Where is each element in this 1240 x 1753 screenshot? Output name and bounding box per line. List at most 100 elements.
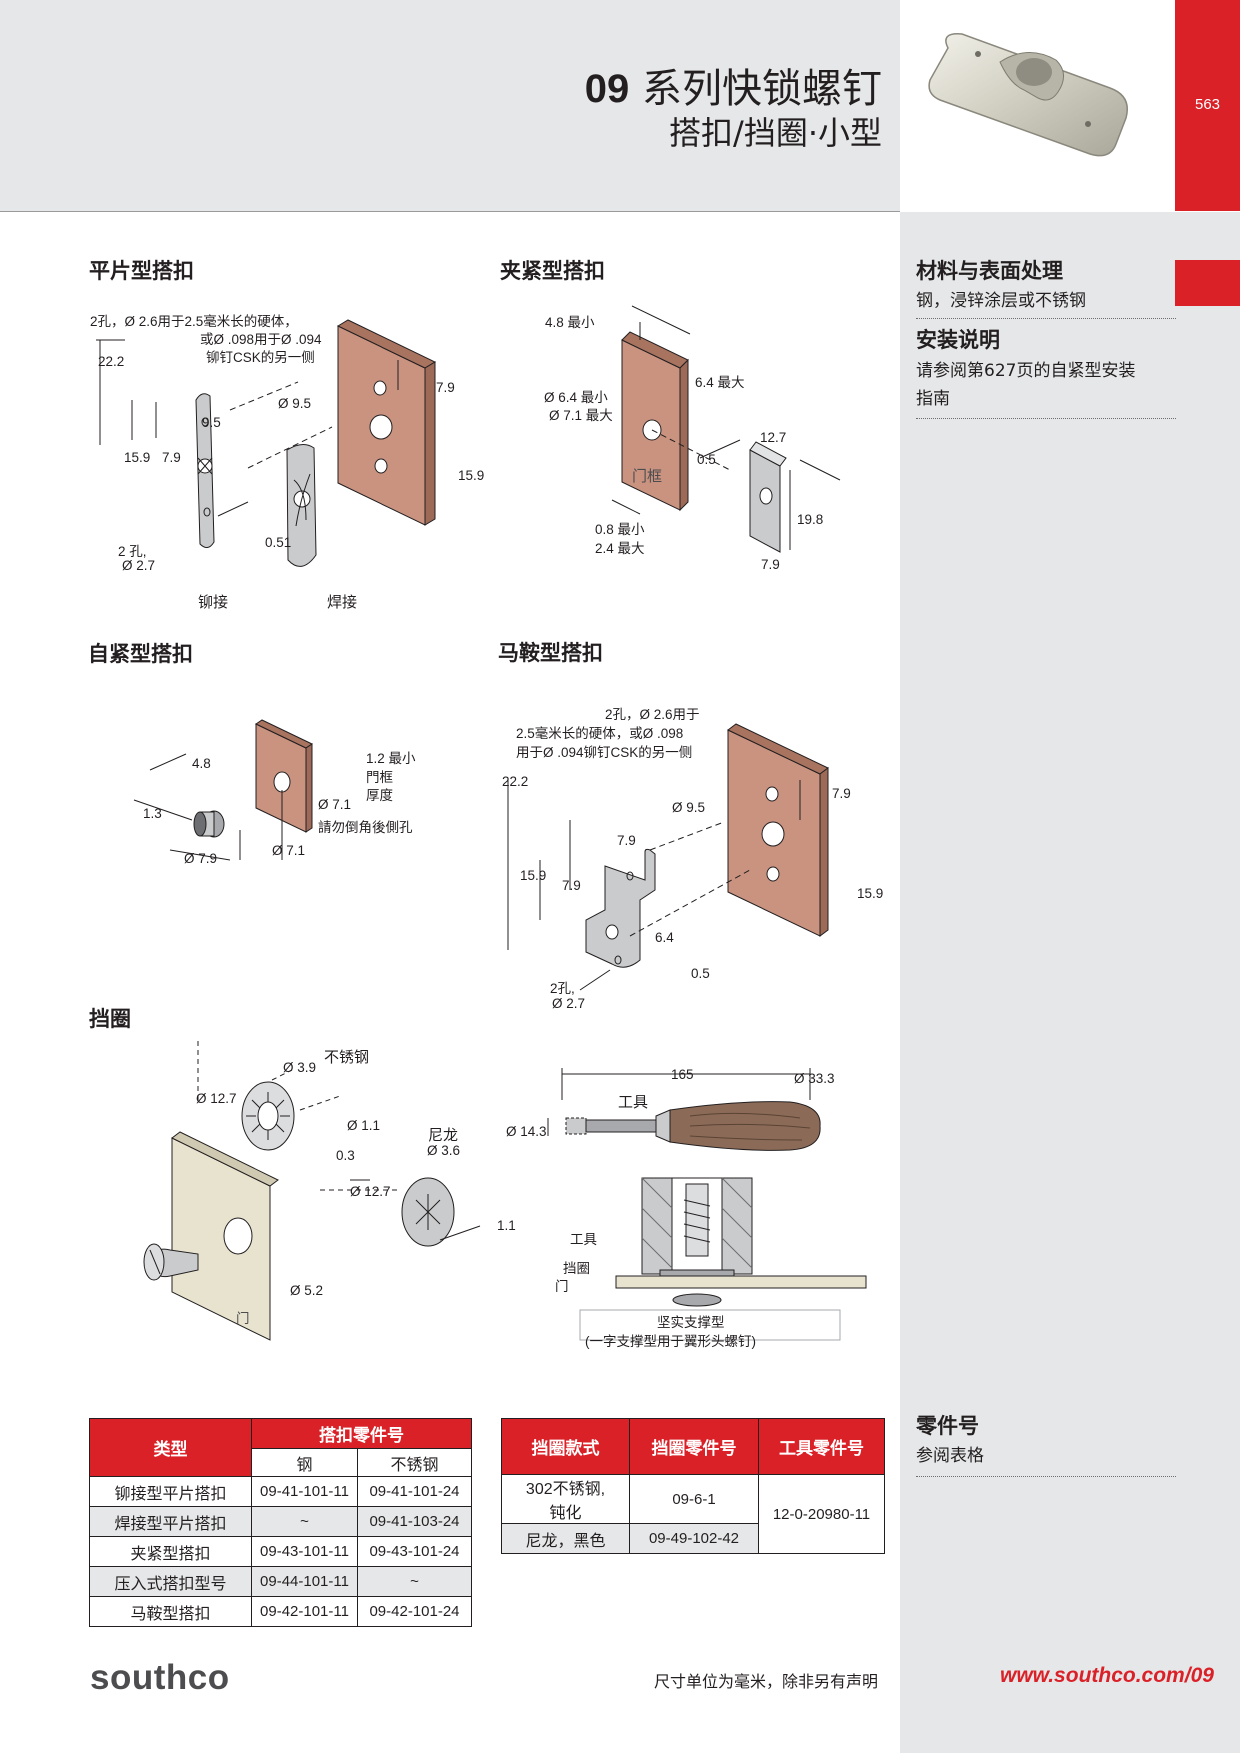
retainer-parts-table: 挡圈款式 挡圈零件号 工具零件号 302不锈钢,钝化 09-6-1 12-0-2… <box>501 1418 885 1554</box>
row-style: 尼龙，黑色 <box>501 1523 630 1554</box>
saddle-dim-6-4: 6.4 <box>655 930 674 945</box>
sidebar-divider <box>916 1476 1176 1477</box>
install-text-line1: 请参阅第627页的自紧型安装 <box>916 361 1136 381</box>
saddle-holes-line1: 2孔, <box>550 981 575 996</box>
red-edge-strip <box>1175 0 1240 211</box>
page-title: 09 系列快锁螺钉 <box>585 56 882 114</box>
col-ss-header: 不锈钢 <box>357 1448 472 1477</box>
clamp-dim-0-5: 0.5 <box>697 452 716 467</box>
row-steel: 09-42-101-11 <box>251 1596 358 1627</box>
row-part: 09-49-102-42 <box>629 1523 759 1554</box>
saddle-dim-0-5: 0.5 <box>691 966 710 981</box>
saddle-dim-phi-9-5: Ø 9.5 <box>672 800 706 815</box>
sidebar-divider <box>916 318 1176 319</box>
materials-text: 钢，浸锌涂层或不锈钢 <box>916 291 1086 311</box>
footer-url-link[interactable]: www.southco.com/09 <box>1000 1664 1214 1687</box>
flat-dim-right-7-9: 7.9 <box>436 380 455 395</box>
row-type: 压入式搭扣型号 <box>89 1566 252 1597</box>
col-tool-part-header: 工具零件号 <box>758 1418 885 1475</box>
flat-striker-drawing <box>96 319 437 567</box>
striker-parts-table: 类型 搭扣零件号 钢 不锈钢 铆接型平片搭扣 09-41-101-11 09-4… <box>89 1418 472 1627</box>
row-steel: 09-44-101-11 <box>251 1566 358 1597</box>
page-subtitle: 搭扣/挡圈·小型 <box>669 114 882 152</box>
table-row: 焊接型平片搭扣 ~ 09-41-103-24 <box>89 1506 472 1537</box>
saddle-note-line2: 2.5毫米长的硬体，或Ø .098 <box>516 726 684 741</box>
tool-dim-165: 165 <box>671 1067 694 1082</box>
retainer-drawing <box>143 1040 481 1341</box>
row-ss: 09-42-101-24 <box>357 1596 472 1627</box>
clamp-striker-title: 夹紧型搭扣 <box>500 259 605 283</box>
col-style-header: 挡圈款式 <box>501 1418 630 1475</box>
ret-dim-phi-12-7b: Ø 12.7 <box>350 1184 391 1199</box>
flat-dim-7-9: 7.9 <box>162 450 181 465</box>
saddle-note-line3: 用于Ø .094铆钉CSK的另一侧 <box>516 745 693 760</box>
tool-drawing <box>547 1068 867 1341</box>
row-type: 马鞍型搭扣 <box>89 1596 252 1627</box>
series-title: 系列快锁螺钉 <box>642 66 882 112</box>
self-dim-phi-7-9: Ø 7.9 <box>184 851 218 866</box>
flat-dim-0-51: 0.51 <box>265 535 292 550</box>
saddle-dim-15-9: 15.9 <box>520 868 547 883</box>
row-steel: 09-41-101-11 <box>251 1476 358 1507</box>
flat-holes-line2: Ø 2.7 <box>122 558 156 573</box>
ret-door-label: 门 <box>236 1311 250 1326</box>
clamp-dim-12-7: 12.7 <box>760 430 787 445</box>
ret-dim-phi-5-2: Ø 5.2 <box>290 1283 324 1298</box>
table-row: 尼龙，黑色 09-49-102-42 <box>501 1523 885 1554</box>
row-steel: 09-43-101-11 <box>251 1536 358 1567</box>
install-heading: 安装说明 <box>916 328 1000 352</box>
table-row: 302不锈钢,钝化 09-6-1 12-0-20980-11 <box>501 1474 885 1554</box>
self-dim-4-8: 4.8 <box>192 756 211 771</box>
saddle-dim-7-9b: 7.9 <box>562 878 581 893</box>
support-line2: (一字支撑型用于翼形头螺钉) <box>585 1334 756 1349</box>
col-type-header: 类型 <box>89 1418 252 1477</box>
flat-note-line1: 2孔，Ø 2.6用于2.5毫米长的硬体， <box>90 314 298 329</box>
row-style-line1: 302不锈钢, <box>525 1481 606 1498</box>
ret-dim-phi-3-9: Ø 3.9 <box>283 1060 317 1075</box>
row-ss: 09-41-103-24 <box>357 1506 472 1537</box>
flat-dim-22-2: 22.2 <box>98 354 125 369</box>
sidebar-panel <box>900 212 1240 1753</box>
saddle-dim-22-2: 22.2 <box>502 774 529 789</box>
row-ss: 09-41-101-24 <box>357 1476 472 1507</box>
row-type: 夹紧型搭扣 <box>89 1536 252 1567</box>
parts-text: 参阅表格 <box>916 1446 984 1466</box>
sidebar-divider <box>916 418 1176 419</box>
series-number: 09 <box>584 67 630 111</box>
clamp-dim-phi-6-4: Ø 6.4 最小 <box>544 390 608 405</box>
support-line1: 坚实支撑型 <box>657 1315 725 1330</box>
ret-dim-phi-12-7: Ø 12.7 <box>196 1091 237 1106</box>
clamp-dim-phi-7-1: Ø 7.1 最大 <box>549 408 613 423</box>
tool-dim-phi-33-3: Ø 33.3 <box>794 1071 835 1086</box>
product-photo <box>900 0 1175 211</box>
saddle-note-line1: 2孔，Ø 2.6用于 <box>605 707 700 722</box>
saddle-striker-title: 马鞍型搭扣 <box>498 641 603 665</box>
row-ss: ~ <box>357 1566 472 1597</box>
row-steel: ~ <box>251 1506 358 1537</box>
self-frame-line1: 門框 <box>366 770 393 785</box>
clamp-dim-4-8: 4.8 最小 <box>545 315 595 330</box>
row-style-line2: 钝化 <box>549 1505 582 1522</box>
caption-weld: 焊接 <box>327 594 358 611</box>
table-row: 压入式搭扣型号 09-44-101-11 ~ <box>89 1566 472 1597</box>
header-band <box>0 0 900 212</box>
retainer-title: 挡圈 <box>89 1007 131 1031</box>
ret-dim-phi-3-6: Ø 3.6 <box>427 1143 461 1158</box>
install-door-label: 门 <box>555 1279 569 1294</box>
flat-dim-9-5: 9.5 <box>202 415 221 430</box>
ret-dim-0-3: 0.3 <box>336 1148 355 1163</box>
row-tool-part: 12-0-20980-11 <box>758 1474 885 1554</box>
self-dim-1-2: 1.2 最小 <box>366 751 416 766</box>
clamp-dim-7-9: 7.9 <box>761 557 780 572</box>
saddle-dim-right-15-9: 15.9 <box>857 886 884 901</box>
page-number: 563 <box>1194 96 1221 113</box>
saddle-dim-7-9: 7.9 <box>617 833 636 848</box>
table-row: 铆接型平片搭扣 09-41-101-11 09-41-101-24 <box>89 1476 472 1507</box>
flat-note-line3: 铆钉CSK的另一侧 <box>206 350 315 365</box>
clamp-striker-drawing <box>611 305 841 553</box>
sidebar-red-tab <box>1175 260 1240 306</box>
clamp-dim-6-4: 6.4 最大 <box>695 375 745 390</box>
saddle-dim-right-7-9: 7.9 <box>832 786 851 801</box>
saddle-holes-line2: Ø 2.7 <box>552 996 586 1011</box>
flat-dim-15-9: 15.9 <box>124 450 151 465</box>
